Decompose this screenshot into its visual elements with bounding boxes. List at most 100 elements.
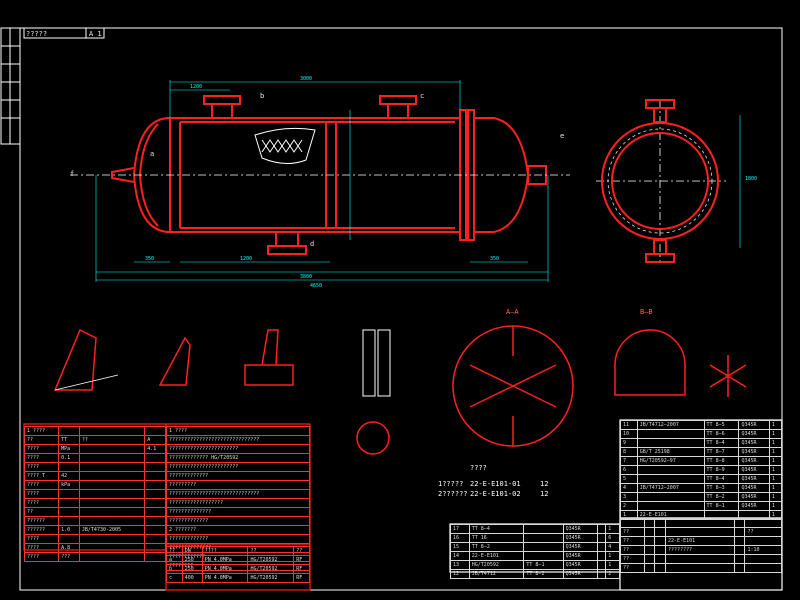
title-block-row: ?? (620, 554, 782, 564)
table-cell: ??????????????????????? (166, 462, 310, 472)
table-cell: TT 8—8 (703, 456, 740, 466)
table-cell (744, 563, 782, 573)
title-block-row: ?? (620, 563, 782, 573)
table-cell: TT 8—3 (703, 483, 740, 493)
nozzle-tag-b: b (260, 92, 265, 100)
table-cell: ???? (23, 480, 60, 490)
table-cell: ????????????? (166, 534, 310, 544)
table-cell: 1 (768, 447, 783, 457)
table-cell (643, 563, 656, 573)
table-cell (654, 518, 667, 528)
design-data-row: ????kPa (23, 480, 166, 490)
table-cell (144, 552, 166, 562)
table-cell (144, 525, 166, 535)
table-cell: 6 (620, 465, 638, 475)
table-cell: JB/T4730-2005 (78, 525, 146, 535)
table-cell: 42 (58, 471, 80, 481)
table-cell (654, 536, 667, 546)
table-cell: ?? (620, 527, 645, 537)
tech-requirement-row: ????????????? (166, 534, 310, 544)
table-cell (744, 518, 782, 528)
table-cell (596, 524, 607, 534)
table-cell: Q345R (738, 474, 770, 484)
design-data-row: ???? (23, 462, 166, 472)
table-cell: 22-E-E101 (665, 536, 735, 546)
vessel-end-view (601, 99, 719, 263)
table-cell (78, 471, 146, 481)
table-cell (636, 438, 705, 448)
tech-requirement-row: ????????? (166, 480, 310, 490)
table-cell: PN 4.0MPa (201, 573, 249, 583)
table-cell (636, 492, 705, 502)
table-cell: ????????????? (166, 471, 310, 481)
svg-text:350: 350 (490, 256, 499, 262)
section-bb-title: B—B (640, 308, 653, 316)
table-cell (144, 462, 166, 472)
nozzle-tag-a: a (150, 150, 155, 158)
table-cell: TT 8—7 (703, 447, 740, 457)
design-data-row: ???? (23, 534, 166, 544)
tube-detail (362, 329, 391, 397)
table-cell (654, 527, 667, 537)
svg-text:1200: 1200 (190, 84, 202, 90)
table-cell: ???????? (665, 545, 735, 555)
table-cell: JB/T4712 (468, 569, 525, 579)
table-cell (144, 516, 166, 526)
table-cell: ?????????????? (166, 507, 310, 517)
table-cell: 13 (450, 560, 470, 570)
table-cell: 2 ??????? (166, 525, 310, 535)
design-data-row: ??????? (23, 552, 166, 562)
title-block: ??????22-E-E101??????????1:10???? (620, 518, 782, 573)
table-cell (58, 462, 80, 472)
centerlines (70, 100, 726, 262)
table-cell: 1 (768, 474, 783, 484)
title-block-tag-label: ????? (26, 30, 48, 38)
table-cell: TT 8—1 (523, 560, 564, 570)
table-cell: GB/T 25198 (636, 447, 705, 457)
svg-text:3800: 3800 (300, 274, 312, 280)
table-cell: ???? (23, 453, 60, 463)
table-cell: 1 (768, 456, 783, 466)
table-cell (744, 554, 782, 564)
table-cell: 1 (768, 483, 783, 493)
tech-requirement-row: ????????????? (166, 516, 310, 526)
weld-detail-1 (53, 328, 119, 391)
table-cell (58, 498, 80, 508)
table-cell: 4.1 (144, 444, 166, 454)
table-cell (144, 426, 166, 436)
table-cell: RF (293, 555, 310, 565)
title-block-row: ??22-E-E101 (620, 536, 782, 546)
table-cell: Q345R (562, 524, 598, 534)
tube-sheet-section-bb (614, 329, 686, 396)
table-cell (144, 489, 166, 499)
table-cell (654, 563, 667, 573)
table-cell: TT 8—1 (703, 501, 740, 511)
section-aa-title: A—A (506, 308, 519, 316)
table-cell (78, 498, 146, 508)
svg-text:1800: 1800 (745, 176, 757, 182)
table-cell: A (144, 435, 166, 445)
table-cell: ???? (23, 552, 60, 562)
nozzle-tag-c: c (420, 92, 425, 100)
table-cell: 3 (620, 492, 638, 502)
table-cell: ???? (23, 498, 60, 508)
tech-requirement-row: ?????????????????????????????? (166, 489, 310, 499)
table-cell (144, 498, 166, 508)
nozzle-tag-d: d (310, 240, 315, 248)
svg-text:1200: 1200 (240, 256, 252, 262)
table-cell: ?? (744, 527, 782, 537)
nozzle-tag-f: f (70, 170, 75, 178)
table-cell: 10 (620, 429, 638, 439)
weld-detail-2 (158, 336, 191, 386)
table-cell: 5 (620, 474, 638, 484)
